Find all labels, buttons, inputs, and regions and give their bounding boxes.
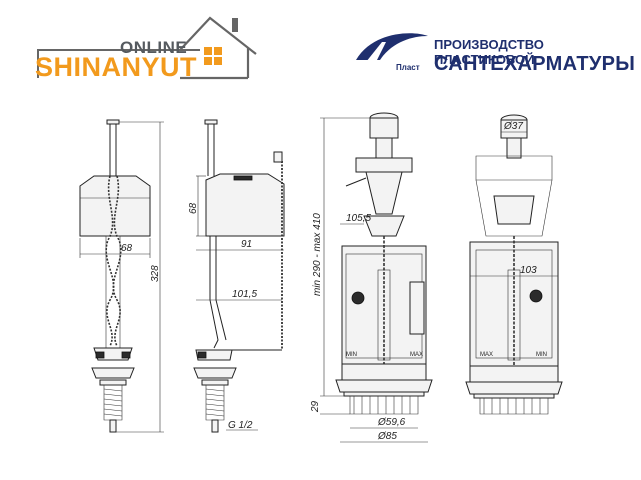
maker-logo-icon: Пласт	[356, 33, 428, 72]
dim-outlet: Ø59,6	[377, 417, 406, 428]
dim-total-height: 328	[150, 265, 161, 282]
fill-valve-front: 68 328	[79, 119, 164, 433]
dim-button: Ø37	[503, 121, 523, 132]
brand-name: SHINANYUT	[35, 52, 198, 82]
maker-line-1: ПРОИЗВОДСТВО ПЛАСТИКОВОЙ	[434, 37, 544, 67]
label-min-left: MIN	[346, 352, 357, 358]
dim-body-width: 103	[520, 265, 537, 276]
dim-float-width: 68	[121, 243, 133, 254]
dim-arm: 101,5	[232, 289, 257, 300]
maker-logo-text: Пласт	[396, 63, 420, 72]
maker-line-2: САНТЕХАРМАТУРЫ	[434, 53, 636, 75]
fill-valve-side: 68 91 101,5 G 1/2	[188, 119, 285, 433]
drain-valve-side: MAX MIN Ø37 103	[465, 114, 563, 415]
dim-base: 29	[310, 400, 321, 413]
label-max-left: MAX	[410, 352, 423, 358]
drain-valve-front: MIN MAX min 290 - max 410 105,5 29 Ø59,6…	[310, 112, 433, 443]
house-logo-icon	[37, 16, 257, 80]
dim-thread: G 1/2	[228, 420, 253, 431]
dim-flange: Ø85	[377, 431, 397, 442]
label-min-right: MIN	[536, 352, 547, 358]
dim-height-range: min 290 - max 410	[312, 213, 323, 296]
label-max-right: MAX	[480, 352, 493, 358]
dim-float-height: 68	[188, 202, 199, 214]
dim-reach: 91	[241, 239, 252, 250]
brand-online-text: ONLINE	[120, 38, 188, 57]
dim-overflow: 105,5	[346, 213, 371, 224]
